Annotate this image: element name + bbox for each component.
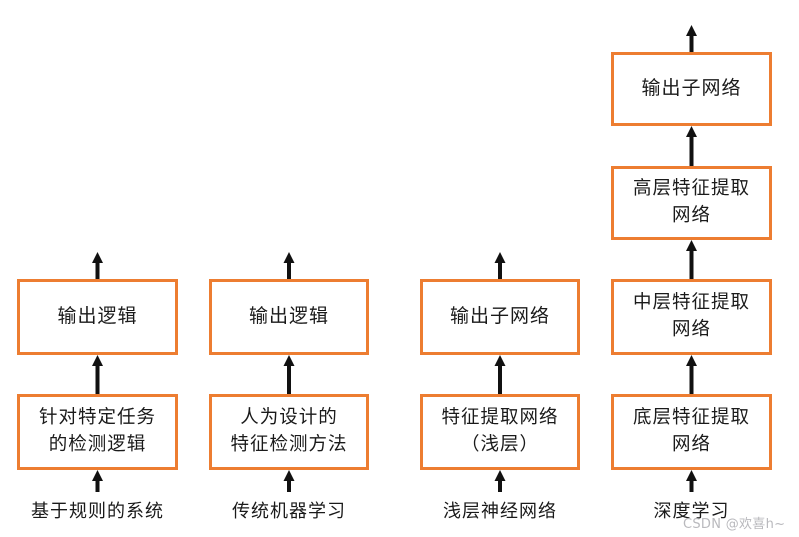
column-label-shallow-neural-network: 浅层神经网络 [443, 501, 557, 522]
node-box-ml-handcrafted-feature-detection[interactable]: 人为设计的 特征检测方法 [209, 394, 369, 470]
node-box-dl-high-level-feature-extraction[interactable]: 高层特征提取 网络 [611, 166, 772, 240]
arrow-up-icon [17, 355, 178, 394]
arrow-up-icon [209, 470, 369, 492]
arrow-up-icon [209, 252, 369, 279]
node-box-snn-feature-extraction-shallow[interactable]: 特征提取网络 （浅层） [420, 394, 580, 470]
arrow-up-icon [17, 252, 178, 279]
node-box-dl-output-subnetwork[interactable]: 输出子网络 [611, 52, 772, 126]
column-label-deep-learning: 深度学习 [653, 501, 730, 522]
arrow-up-icon [611, 126, 772, 166]
arrow-up-icon [209, 355, 369, 394]
arrow-up-icon [420, 355, 580, 394]
arrow-up-icon [17, 470, 178, 492]
column-label-rule-based-system: 基于规则的系统 [31, 501, 164, 522]
arrow-up-icon [420, 470, 580, 492]
arrow-up-icon [611, 470, 772, 492]
node-box-snn-output-subnetwork[interactable]: 输出子网络 [420, 279, 580, 355]
diagram-column-shallow-neural-network: 输出子网络特征提取网络 （浅层） [420, 0, 580, 537]
watermark: CSDN @欢喜h~ [683, 517, 786, 532]
arrow-up-icon [611, 25, 772, 52]
node-box-dl-low-level-feature-extraction[interactable]: 底层特征提取 网络 [611, 394, 772, 470]
diagram-column-traditional-machine-learning: 输出逻辑人为设计的 特征检测方法 [209, 0, 369, 537]
node-box-ml-output-logic[interactable]: 输出逻辑 [209, 279, 369, 355]
diagram-column-rule-based-system: 输出逻辑针对特定任务 的检测逻辑 [17, 0, 178, 537]
arrow-up-icon [611, 355, 772, 394]
arrow-up-icon [420, 252, 580, 279]
node-box-rule-output-logic[interactable]: 输出逻辑 [17, 279, 178, 355]
node-box-rule-task-specific-detection-logic[interactable]: 针对特定任务 的检测逻辑 [17, 394, 178, 470]
column-label-traditional-machine-learning: 传统机器学习 [232, 501, 346, 522]
diagram-column-deep-learning: 输出子网络高层特征提取 网络中层特征提取 网络底层特征提取 网络 [611, 0, 772, 537]
node-box-dl-mid-level-feature-extraction[interactable]: 中层特征提取 网络 [611, 279, 772, 355]
arrow-up-icon [611, 240, 772, 279]
